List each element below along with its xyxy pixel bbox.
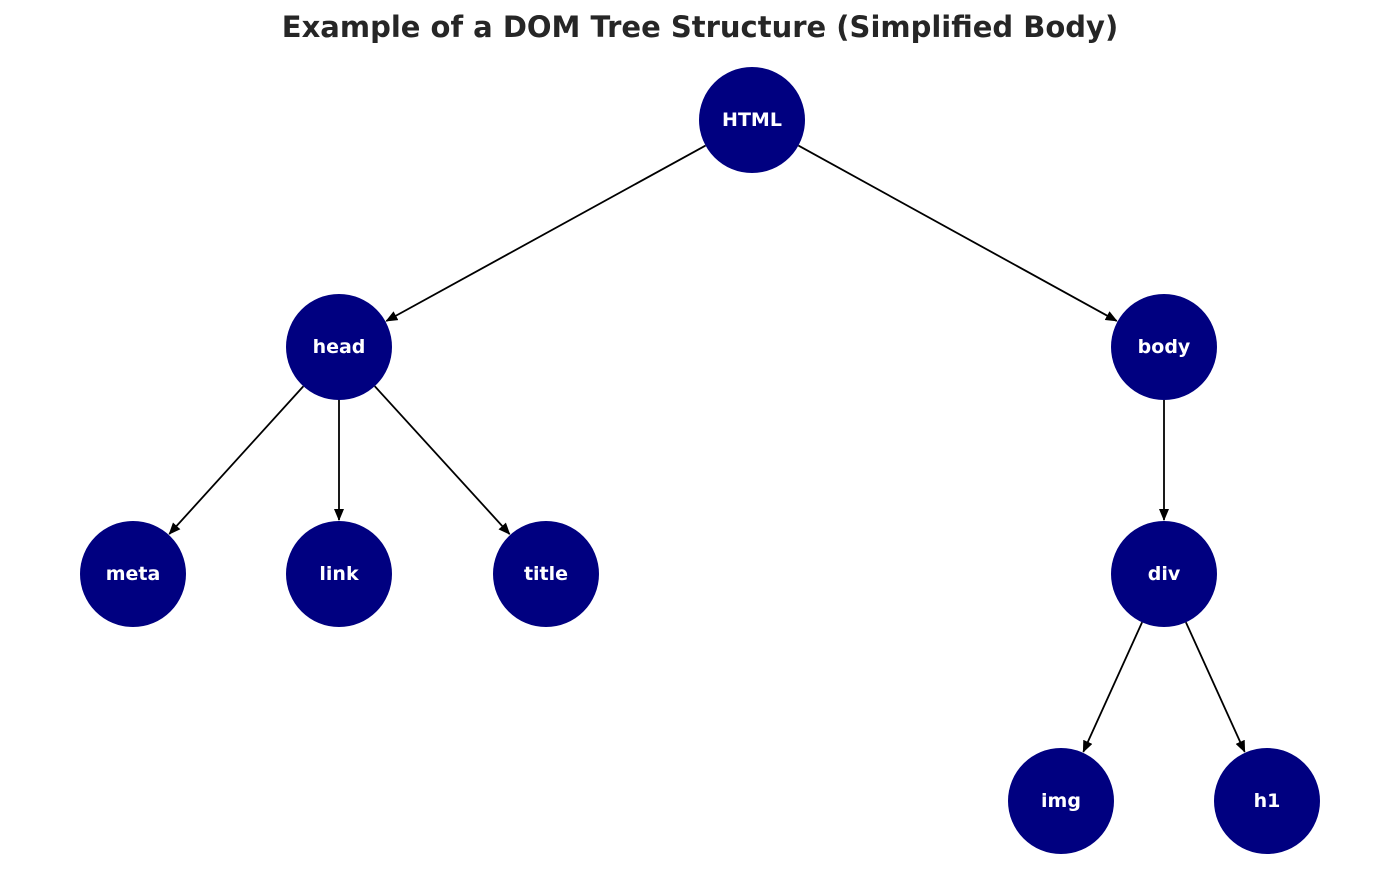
node-circle-h1 [1214, 748, 1320, 854]
node-label-head: head [313, 336, 366, 358]
node-circle-meta [80, 521, 186, 627]
node-circle-img [1008, 748, 1114, 854]
node-div: div [1111, 521, 1217, 627]
node-label-link: link [319, 563, 359, 585]
node-title: title [493, 521, 599, 627]
edges-layer [168, 144, 1246, 753]
node-meta: meta [80, 521, 186, 627]
edge-html-to-head [385, 144, 706, 322]
node-label-img: img [1041, 790, 1081, 812]
edge-head-to-title [374, 385, 511, 535]
node-circle-head [286, 294, 392, 400]
node-label-h1: h1 [1254, 790, 1281, 812]
edge-html-to-body [797, 144, 1118, 322]
node-circle-body [1111, 294, 1217, 400]
node-circle-link [286, 521, 392, 627]
node-label-body: body [1138, 336, 1191, 358]
node-circle-title [493, 521, 599, 627]
node-html: HTML [699, 67, 805, 173]
edge-head-to-meta [168, 385, 305, 535]
node-body: body [1111, 294, 1217, 400]
node-link: link [286, 521, 392, 627]
node-img: img [1008, 748, 1114, 854]
node-h1: h1 [1214, 748, 1320, 854]
node-label-div: div [1148, 563, 1181, 585]
edge-div-to-h1 [1185, 621, 1246, 753]
node-label-title: title [524, 563, 568, 585]
node-head: head [286, 294, 392, 400]
diagram-title: Example of a DOM Tree Structure (Simplif… [281, 10, 1119, 44]
edge-div-to-img [1082, 621, 1143, 753]
nodes-layer: HTML head body meta link title div img h1 [80, 67, 1320, 854]
node-circle-html [699, 67, 805, 173]
node-label-html: HTML [722, 109, 782, 131]
node-circle-div [1111, 521, 1217, 627]
node-label-meta: meta [106, 563, 161, 585]
